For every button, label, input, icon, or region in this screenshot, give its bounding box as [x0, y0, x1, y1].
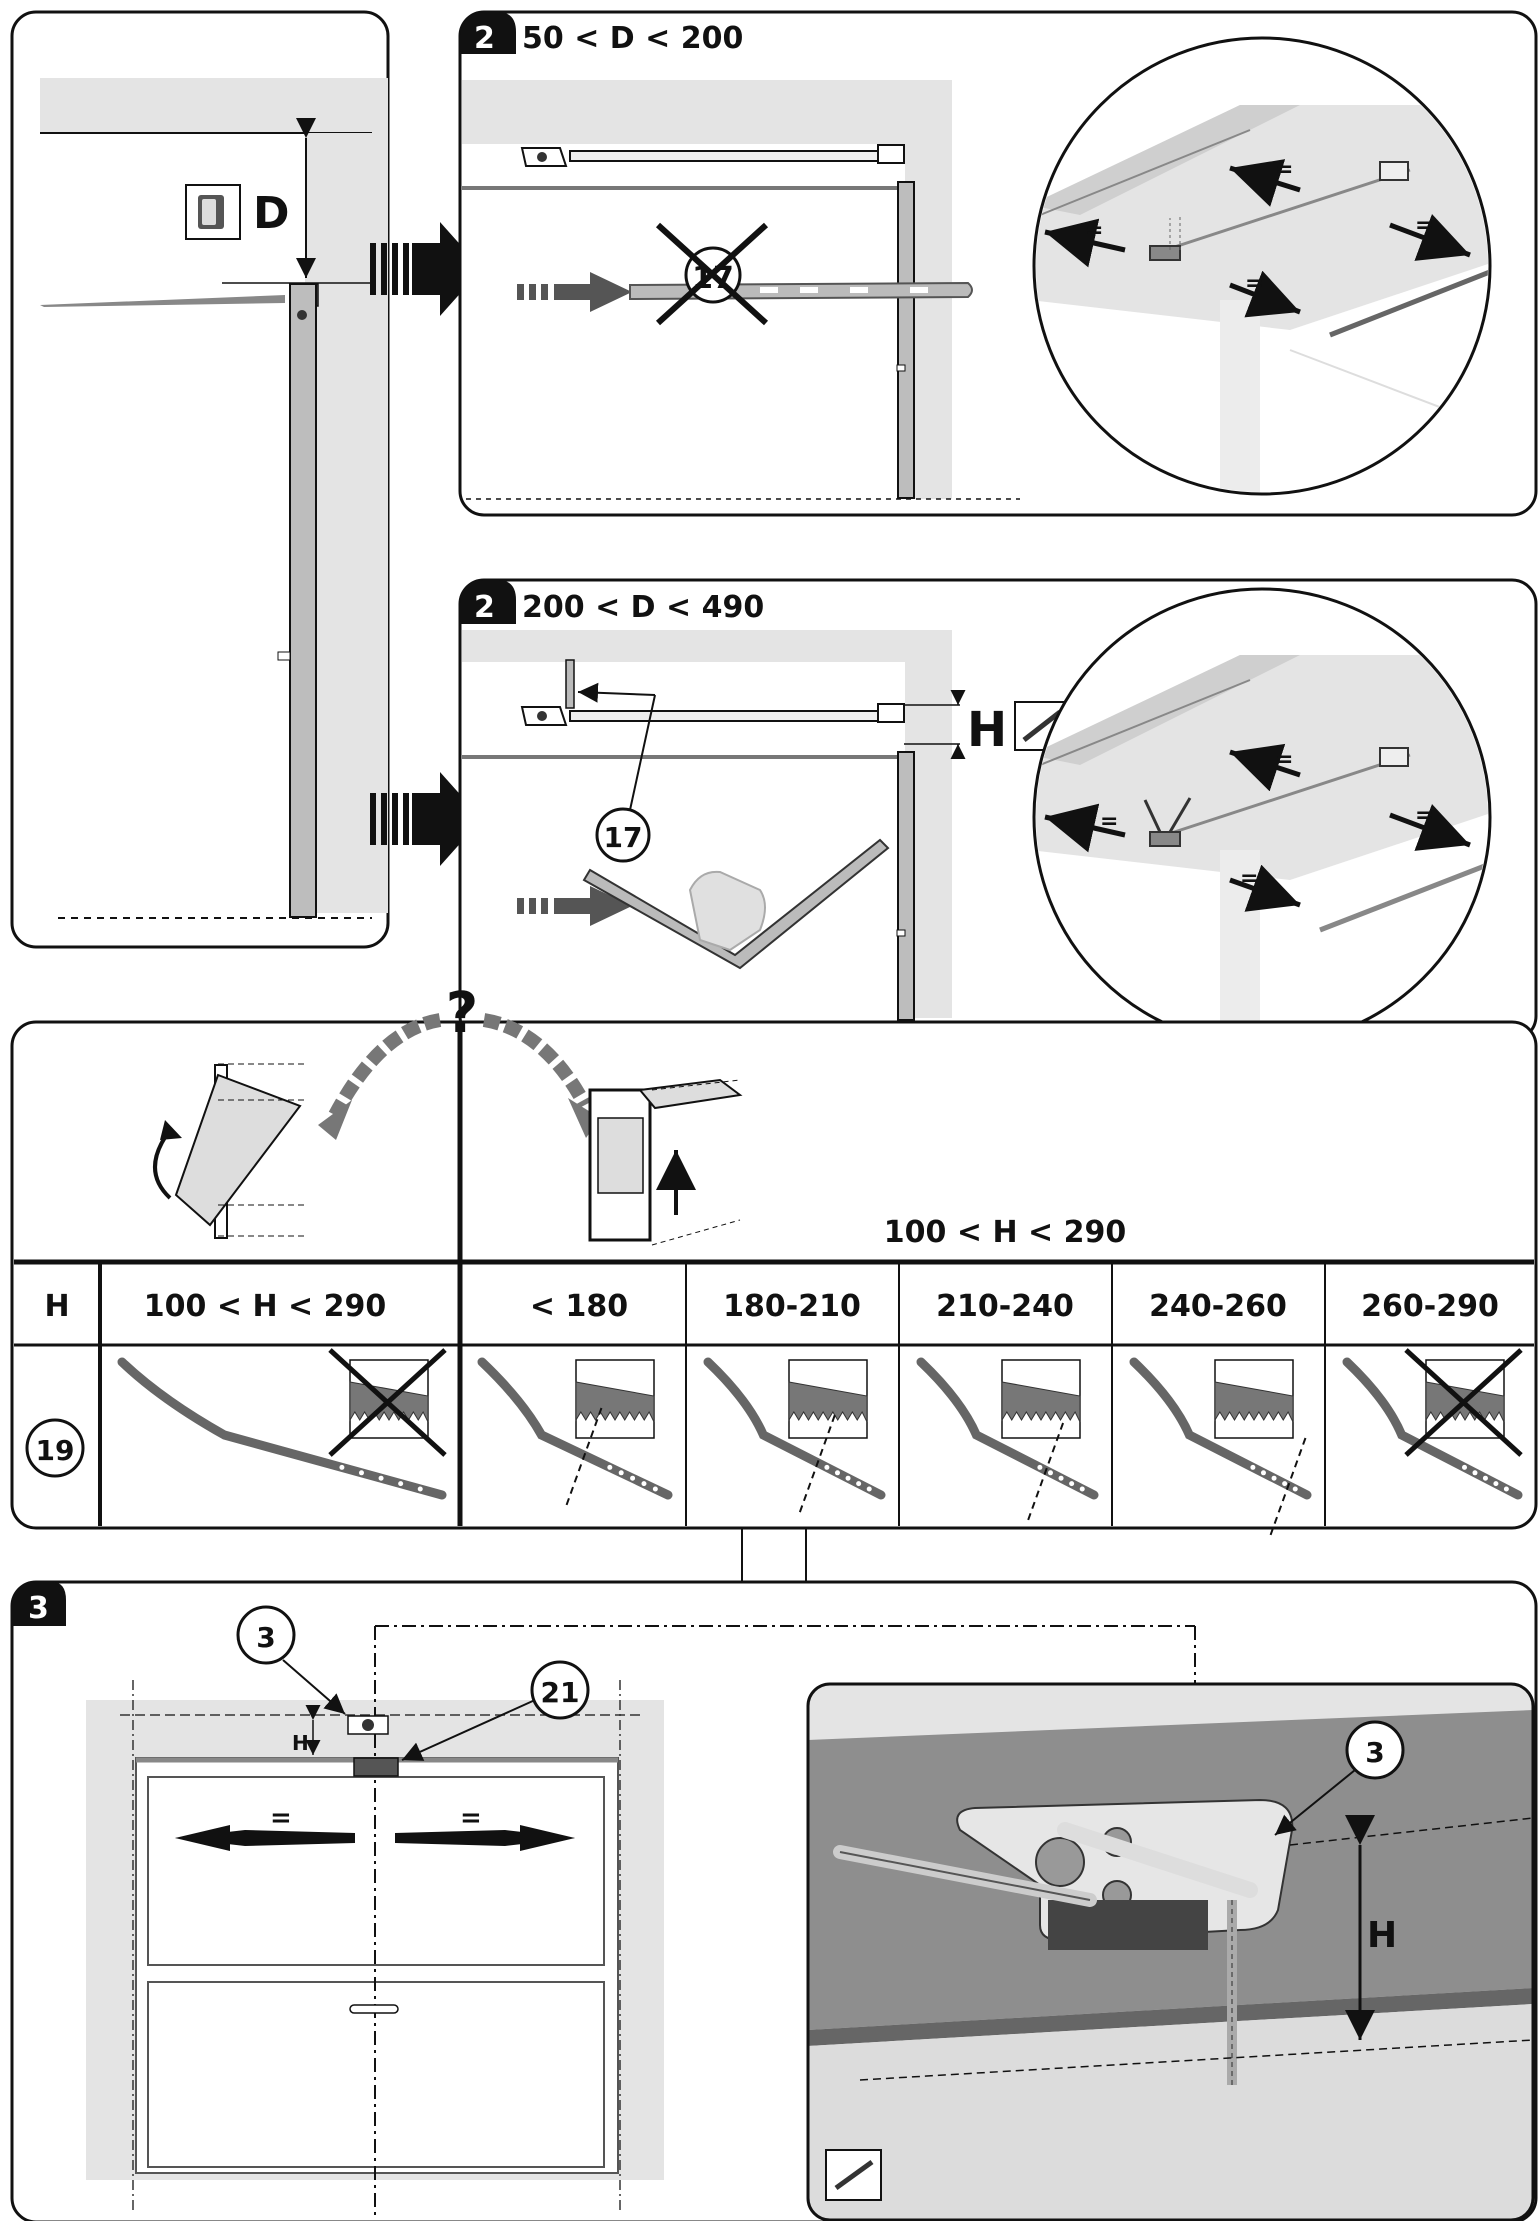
- step-badge-2b: [460, 580, 516, 624]
- cut-line: [1026, 1422, 1065, 1524]
- detail-circle-2a: = = = =: [1032, 36, 1492, 496]
- range-label-2a: 50 < D < 200: [522, 21, 743, 56]
- hand-icon: [688, 870, 766, 952]
- bracket-cell-3: [916, 1357, 1099, 1524]
- table-header-2: 180-210: [723, 1289, 861, 1324]
- cut-line: [1268, 1437, 1307, 1539]
- detail-height-label: H: [1367, 1915, 1397, 1956]
- height-label-h: H: [967, 702, 1007, 758]
- table-header-5: 260-290: [1361, 1289, 1499, 1324]
- svg-text:=: =: [270, 1803, 292, 1833]
- svg-text:=: =: [1240, 866, 1258, 891]
- panel-step3: 3 H 3 21 = =: [10, 1528, 1538, 2221]
- part-number-21: 21: [541, 1676, 580, 1709]
- bracket-cell-5: [1342, 1348, 1523, 1500]
- distance-label-d: D: [253, 188, 290, 239]
- bracket-cell-0: [117, 1348, 447, 1500]
- svg-text:=: =: [1100, 809, 1118, 834]
- detail-box-step3: H 3: [806, 1682, 1535, 2221]
- svg-text:=: =: [1085, 218, 1103, 243]
- detail-part-number-3: 3: [1365, 1736, 1384, 1769]
- panel-door-type: ? 100 < H < 290 H 100 < H < 290: [10, 981, 1538, 1539]
- svg-text:2: 2: [474, 21, 495, 56]
- svg-text:=: =: [460, 1803, 482, 1833]
- transition-arrow-2: [370, 772, 482, 866]
- table-row-header-h: H: [44, 1289, 69, 1324]
- part-number-17: 17: [604, 821, 643, 854]
- table-header-3: 210-240: [936, 1289, 1074, 1324]
- panel-step2a: 2 50 < D < 200 17: [458, 10, 1538, 517]
- table-header-0: 100 < H < 290: [144, 1289, 386, 1324]
- part-number-3: 3: [256, 1621, 275, 1654]
- bracket-cells: [117, 1348, 1523, 1539]
- detail-circle-2b: = = = =: [1032, 587, 1492, 1047]
- cut-line: [797, 1414, 836, 1516]
- range-label-2b: 200 < D < 490: [522, 590, 764, 625]
- bracket-cell-2: [703, 1357, 886, 1516]
- svg-text:2: 2: [474, 590, 495, 625]
- table-header-1: < 180: [530, 1289, 628, 1324]
- part-number-19: 19: [36, 1434, 75, 1467]
- panel-step2b: 2 200 < D < 490 17 H: [458, 578, 1538, 1047]
- h-range-label: 100 < H < 290: [884, 1215, 1126, 1250]
- question-mark: ?: [446, 981, 478, 1046]
- cut-line: [564, 1407, 603, 1509]
- step-badge-3: [12, 1582, 66, 1626]
- bracket-cell-1: [477, 1357, 673, 1509]
- svg-text:=: =: [1275, 747, 1293, 772]
- bracket-cell-4: [1129, 1357, 1312, 1539]
- transition-arrow-1: [370, 222, 482, 316]
- step3-height-label: H: [292, 1731, 309, 1755]
- svg-text:=: =: [1415, 803, 1433, 828]
- svg-text:=: =: [1245, 271, 1263, 296]
- panel-step1: D: [10, 10, 482, 949]
- svg-text:=: =: [1415, 213, 1433, 238]
- step-badge-2a: [460, 12, 516, 54]
- tilting-door-icon: [153, 1063, 305, 1239]
- table-header-4: 240-260: [1149, 1289, 1287, 1324]
- svg-text:3: 3: [28, 1591, 49, 1626]
- bent-bracket: [582, 838, 890, 970]
- sectional-door-icon: [588, 1078, 743, 1246]
- door-handle: [349, 2004, 399, 2014]
- svg-text:=: =: [1275, 157, 1293, 182]
